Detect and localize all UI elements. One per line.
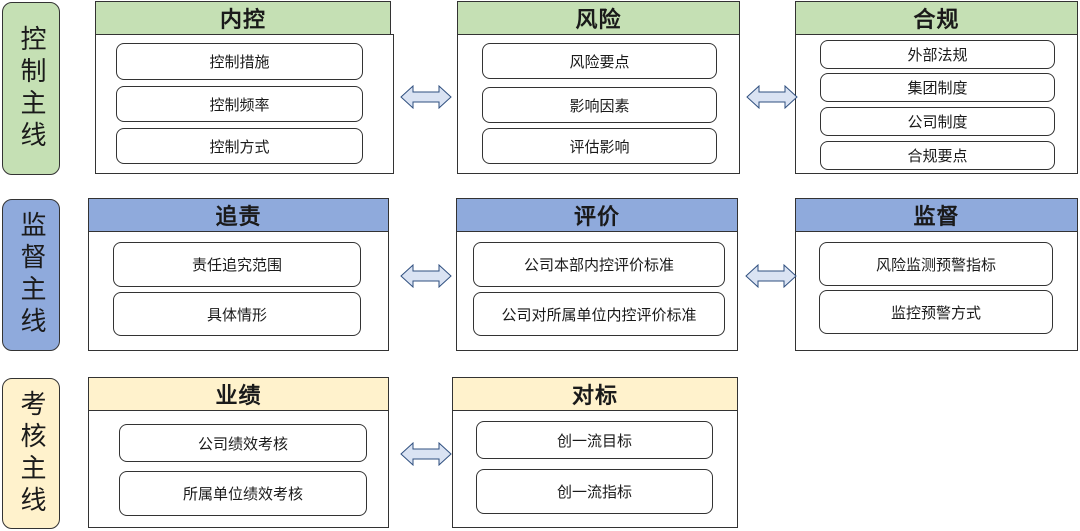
double-arrow-icon [400, 442, 452, 466]
item-specific-cases: 具体情形 [113, 292, 361, 336]
item-subsidiary-performance-assessment: 所属单位绩效考核 [119, 471, 367, 516]
item-company-policy: 公司制度 [820, 107, 1055, 136]
item-accountability-scope: 责任追究范围 [113, 242, 361, 287]
item-external-regulations: 外部法规 [820, 40, 1055, 69]
panel-title-evaluation: 评价 [456, 198, 738, 232]
item-control-measures: 控制措施 [116, 43, 363, 80]
item-assess-impact: 评估影响 [482, 128, 717, 164]
item-subsidiary-evaluation-standard: 公司对所属单位内控评价标准 [473, 292, 725, 336]
side-label-control: 控制主线 [2, 2, 60, 175]
item-company-performance-assessment: 公司绩效考核 [119, 424, 367, 462]
item-control-method: 控制方式 [116, 128, 363, 164]
item-compliance-points: 合规要点 [820, 141, 1055, 170]
panel-title-supervision: 监督 [795, 198, 1078, 232]
panel-title-compliance: 合规 [795, 1, 1078, 35]
item-group-policy: 集团制度 [820, 73, 1055, 102]
double-arrow-icon [745, 264, 797, 288]
double-arrow-icon [400, 85, 452, 109]
panel-title-benchmarking: 对标 [452, 377, 738, 411]
item-risk-points: 风险要点 [482, 43, 717, 79]
item-world-class-goal: 创一流目标 [476, 421, 713, 459]
double-arrow-icon [400, 264, 452, 288]
side-label-assess: 考核主线 [2, 378, 60, 529]
panel-title-risk: 风险 [457, 1, 740, 35]
item-influence-factors: 影响因素 [482, 87, 717, 123]
item-control-frequency: 控制频率 [116, 86, 363, 122]
item-risk-monitoring-indicators: 风险监测预警指标 [819, 242, 1053, 286]
panel-title-internal-control: 内控 [95, 1, 391, 35]
side-label-supervise: 监督主线 [2, 199, 60, 351]
item-world-class-indicator: 创一流指标 [476, 469, 713, 514]
panel-title-performance: 业绩 [88, 377, 389, 411]
item-hq-evaluation-standard: 公司本部内控评价标准 [473, 242, 725, 287]
item-monitoring-warning-method: 监控预警方式 [819, 290, 1053, 334]
double-arrow-icon [746, 85, 798, 109]
panel-title-accountability: 追责 [88, 198, 389, 232]
